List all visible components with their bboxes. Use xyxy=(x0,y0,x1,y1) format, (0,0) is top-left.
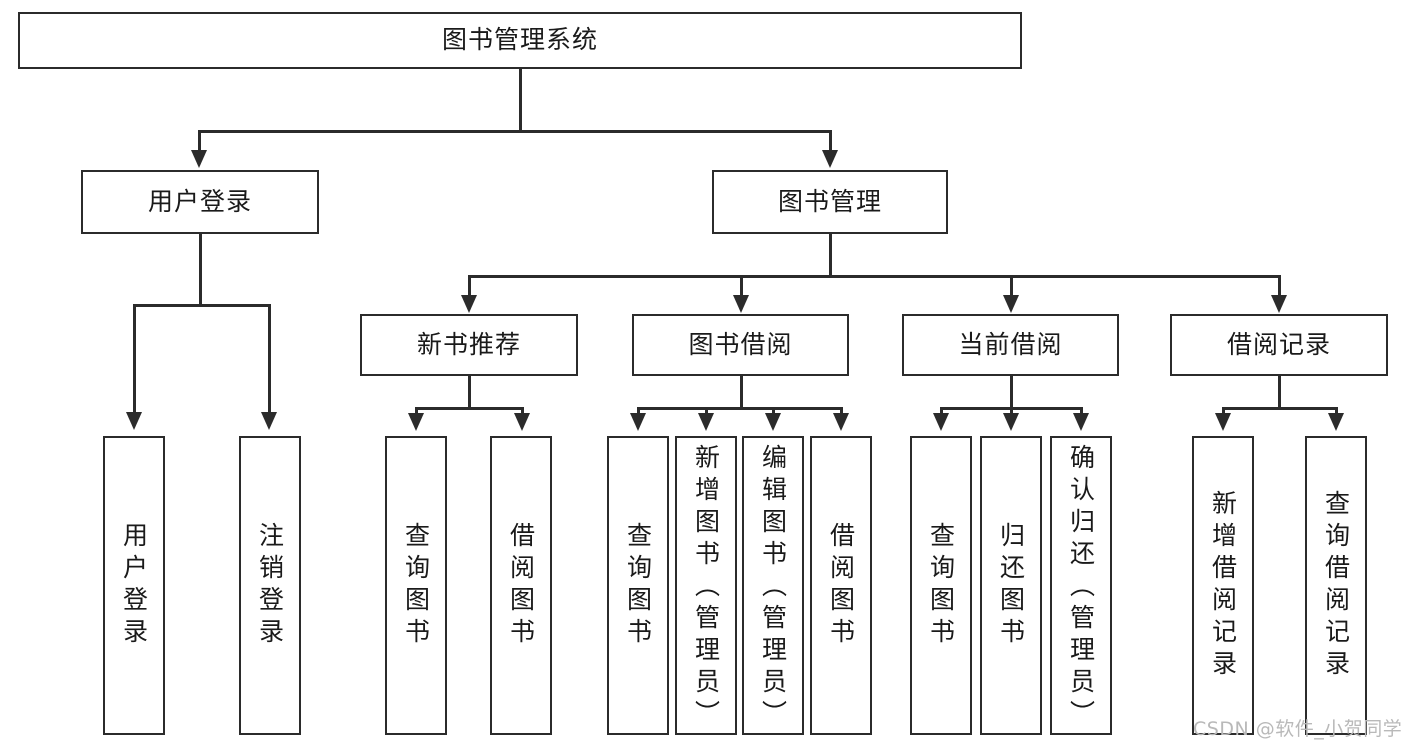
arrow-root-to-user-login xyxy=(191,150,207,168)
node-label: 图书管理 xyxy=(777,186,882,216)
arrow-new-book-leaf-2 xyxy=(514,413,530,431)
node-root-book-management-system[interactable]: 图书管理系统 xyxy=(18,12,1022,69)
arrow-root-to-book-mgmt xyxy=(822,150,838,168)
connector-to-book-borrow xyxy=(740,275,743,297)
node-new-book-recommend[interactable]: 新书推荐 xyxy=(360,314,578,376)
node-label: 编辑图书（管理员） xyxy=(758,444,788,732)
leaf-edit-book-admin[interactable]: 编辑图书（管理员） xyxy=(742,436,804,735)
arrow-borrow-record-leaf-2 xyxy=(1328,413,1344,431)
node-label: 借阅图书 xyxy=(506,521,536,650)
connector-book-borrow-bus xyxy=(637,407,842,410)
node-label: 查询图书 xyxy=(401,521,431,650)
leaf-query-book-current[interactable]: 查询图书 xyxy=(910,436,972,735)
connector-root-trunk xyxy=(519,69,522,131)
node-user-login[interactable]: 用户登录 xyxy=(81,170,319,234)
connector-book-borrow-drop-4 xyxy=(840,407,843,415)
arrow-to-new-book-recommend xyxy=(461,295,477,313)
node-label: 新增借阅记录 xyxy=(1208,489,1238,682)
arrow-book-borrow-leaf-1 xyxy=(630,413,646,431)
arrow-borrow-record-leaf-1 xyxy=(1215,413,1231,431)
arrow-current-borrow-leaf-3 xyxy=(1073,413,1089,431)
connector-user-login-bus xyxy=(133,304,270,307)
connector-book-borrow-drop-3 xyxy=(772,407,775,415)
connector-root-to-user-login xyxy=(198,130,201,152)
arrow-new-book-leaf-1 xyxy=(408,413,424,431)
watermark: CSDN @软件_小贺同学 xyxy=(1193,718,1403,740)
connector-borrow-record-bus xyxy=(1222,407,1337,410)
arrow-to-borrow-record xyxy=(1271,295,1287,313)
arrow-to-book-borrow xyxy=(733,295,749,313)
node-borrow-record[interactable]: 借阅记录 xyxy=(1170,314,1388,376)
leaf-add-book-admin[interactable]: 新增图书（管理员） xyxy=(675,436,737,735)
leaf-return-book[interactable]: 归还图书 xyxy=(980,436,1042,735)
leaf-borrow-book-recommend[interactable]: 借阅图书 xyxy=(490,436,552,735)
connector-book-borrow-drop-1 xyxy=(637,407,640,415)
node-label: 图书借阅 xyxy=(688,329,793,359)
connector-new-book-bus xyxy=(415,407,523,410)
arrow-book-borrow-leaf-3 xyxy=(765,413,781,431)
leaf-user-login[interactable]: 用户登录 xyxy=(103,436,165,735)
arrow-user-login-leaf-2 xyxy=(261,412,277,430)
node-book-borrow[interactable]: 图书借阅 xyxy=(632,314,849,376)
connector-borrow-record-drop-2 xyxy=(1335,407,1338,415)
connector-user-login-right-drop xyxy=(268,304,271,414)
node-label: 借阅图书 xyxy=(826,521,856,650)
connector-new-book-drop-2 xyxy=(521,407,524,415)
arrow-current-borrow-leaf-2 xyxy=(1003,413,1019,431)
connector-to-new-book xyxy=(468,275,471,297)
connector-current-borrow-trunk xyxy=(1010,376,1013,409)
leaf-query-book-recommend[interactable]: 查询图书 xyxy=(385,436,447,735)
node-label: 借阅记录 xyxy=(1226,329,1331,359)
leaf-logout[interactable]: 注销登录 xyxy=(239,436,301,735)
connector-user-login-left-drop xyxy=(133,304,136,414)
leaf-borrow-book[interactable]: 借阅图书 xyxy=(810,436,872,735)
connector-borrow-record-drop-1 xyxy=(1222,407,1225,415)
connector-root-to-book-mgmt xyxy=(829,130,832,152)
node-label: 新书推荐 xyxy=(416,329,521,359)
arrow-user-login-leaf-1 xyxy=(126,412,142,430)
leaf-add-borrow-record[interactable]: 新增借阅记录 xyxy=(1192,436,1254,735)
arrow-book-borrow-leaf-4 xyxy=(833,413,849,431)
node-label: 查询图书 xyxy=(623,521,653,650)
connector-book-borrow-drop-2 xyxy=(705,407,708,415)
node-label: 查询借阅记录 xyxy=(1321,489,1351,682)
connector-current-borrow-drop-2 xyxy=(1010,407,1013,415)
node-label: 用户登录 xyxy=(119,521,149,650)
connector-book-mgmt-trunk xyxy=(829,234,832,276)
node-label: 用户登录 xyxy=(147,186,252,216)
connector-to-borrow-record xyxy=(1278,275,1281,297)
connector-to-current-borrow xyxy=(1010,275,1013,297)
arrow-to-current-borrow xyxy=(1003,295,1019,313)
node-current-borrow[interactable]: 当前借阅 xyxy=(902,314,1119,376)
node-label: 图书管理系统 xyxy=(441,25,598,55)
node-label: 新增图书（管理员） xyxy=(691,444,721,732)
node-label: 查询图书 xyxy=(926,521,956,650)
node-label: 确认归还（管理员） xyxy=(1066,444,1096,732)
connector-current-borrow-drop-1 xyxy=(940,407,943,415)
node-label: 归还图书 xyxy=(996,521,1026,650)
node-book-management[interactable]: 图书管理 xyxy=(712,170,948,234)
node-label: 当前借阅 xyxy=(958,329,1063,359)
connector-current-borrow-drop-3 xyxy=(1080,407,1083,415)
node-label: 注销登录 xyxy=(255,521,285,650)
connector-new-book-trunk xyxy=(468,376,471,409)
connector-borrow-record-trunk xyxy=(1278,376,1281,409)
leaf-query-borrow-record[interactable]: 查询借阅记录 xyxy=(1305,436,1367,735)
connector-user-login-trunk xyxy=(199,234,202,305)
leaf-confirm-return-admin[interactable]: 确认归还（管理员） xyxy=(1050,436,1112,735)
connector-root-bus xyxy=(198,130,832,133)
connector-new-book-drop-1 xyxy=(415,407,418,415)
connector-book-borrow-trunk xyxy=(740,376,743,409)
arrow-current-borrow-leaf-1 xyxy=(933,413,949,431)
arrow-book-borrow-leaf-2 xyxy=(698,413,714,431)
leaf-query-book-borrow[interactable]: 查询图书 xyxy=(607,436,669,735)
connector-book-mgmt-bus xyxy=(468,275,1280,278)
